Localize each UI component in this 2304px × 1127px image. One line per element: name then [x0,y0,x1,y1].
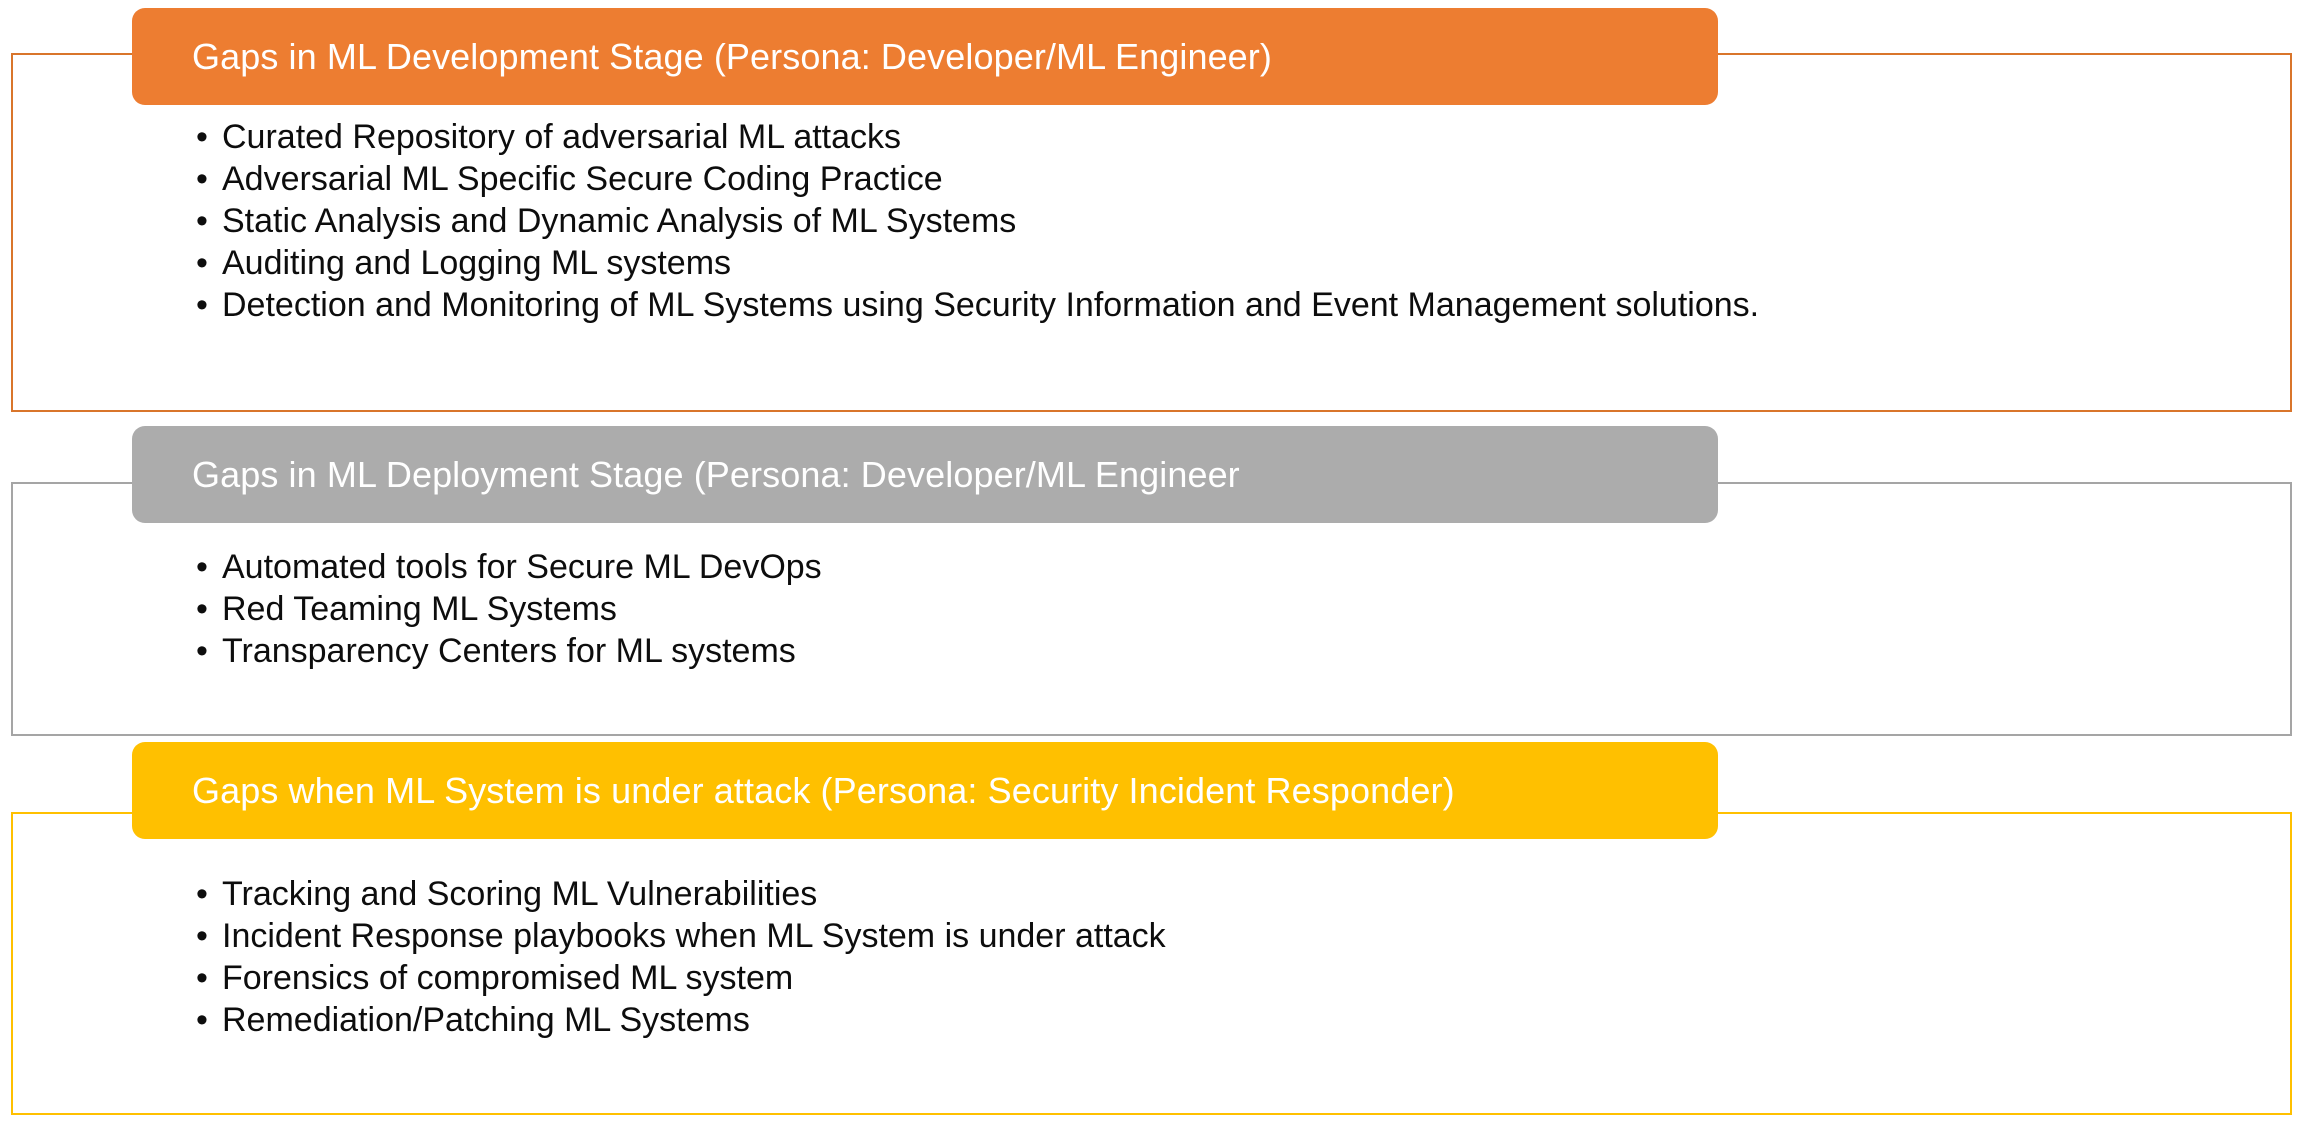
section-box-ml-development-stage [11,53,2292,412]
list-item-label: Automated tools for Secure ML DevOps [222,548,822,586]
section-header-ml-development-stage: Gaps in ML Development Stage (Persona: D… [132,8,1718,105]
list-item-label: Transparency Centers for ML systems [222,632,796,671]
bullet-dot-icon: • [196,632,208,671]
bullet-dot-icon: • [196,590,208,629]
section-header-title: Gaps in ML Development Stage (Persona: D… [192,35,1272,77]
list-item: • Auditing and Logging ML systems [196,244,1759,282]
bullet-dot-icon: • [196,1001,208,1040]
list-item: • Red Teaming ML Systems [196,590,822,628]
bullet-dot-icon: • [196,244,208,283]
section-header-title: Gaps in ML Deployment Stage (Persona: De… [192,453,1240,495]
bullet-list-ml-development-stage: • Curated Repository of adversarial ML a… [196,118,1759,324]
list-item: • Remediation/Patching ML Systems [196,1001,1166,1039]
bullet-dot-icon: • [196,202,208,241]
section-header-title: Gaps when ML System is under attack (Per… [192,769,1455,811]
list-item: • Curated Repository of adversarial ML a… [196,118,1759,156]
list-item-label: Adversarial ML Specific Secure Coding Pr… [222,160,943,199]
list-item: • Automated tools for Secure ML DevOps [196,548,822,586]
list-item: • Transparency Centers for ML systems [196,632,822,670]
list-item-label: Static Analysis and Dynamic Analysis of … [222,202,1017,241]
list-item-label: Tracking and Scoring ML Vulnerabilities [222,875,818,913]
bullet-dot-icon: • [196,160,208,199]
list-item-label: Auditing and Logging ML systems [222,244,732,283]
list-item: • Detection and Monitoring of ML Systems… [196,286,1759,324]
section-header-ml-system-under-attack: Gaps when ML System is under attack (Per… [132,742,1718,839]
list-item-label: Forensics of compromised ML system [222,959,794,998]
list-item-label: Curated Repository of adversarial ML att… [222,118,902,156]
list-item: • Incident Response playbooks when ML Sy… [196,917,1166,955]
list-item-label: Detection and Monitoring of ML Systems u… [222,286,1760,325]
list-item-label: Incident Response playbooks when ML Syst… [222,917,1166,956]
section-box-ml-deployment-stage [11,482,2292,736]
list-item: • Static Analysis and Dynamic Analysis o… [196,202,1759,240]
bullet-list-ml-system-under-attack: • Tracking and Scoring ML Vulnerabilitie… [196,875,1166,1039]
list-item: • Tracking and Scoring ML Vulnerabilitie… [196,875,1166,913]
section-header-ml-deployment-stage: Gaps in ML Deployment Stage (Persona: De… [132,426,1718,523]
bullet-dot-icon: • [196,286,208,325]
bullet-dot-icon: • [196,875,208,913]
bullet-dot-icon: • [196,118,208,156]
bullet-dot-icon: • [196,548,208,586]
bullet-dot-icon: • [196,917,208,956]
list-item: • Adversarial ML Specific Secure Coding … [196,160,1759,198]
bullet-dot-icon: • [196,959,208,998]
section-box-ml-system-under-attack [11,812,2292,1115]
list-item: • Forensics of compromised ML system [196,959,1166,997]
list-item-label: Remediation/Patching ML Systems [222,1001,750,1040]
list-item-label: Red Teaming ML Systems [222,590,617,629]
bullet-list-ml-deployment-stage: • Automated tools for Secure ML DevOps •… [196,548,822,670]
